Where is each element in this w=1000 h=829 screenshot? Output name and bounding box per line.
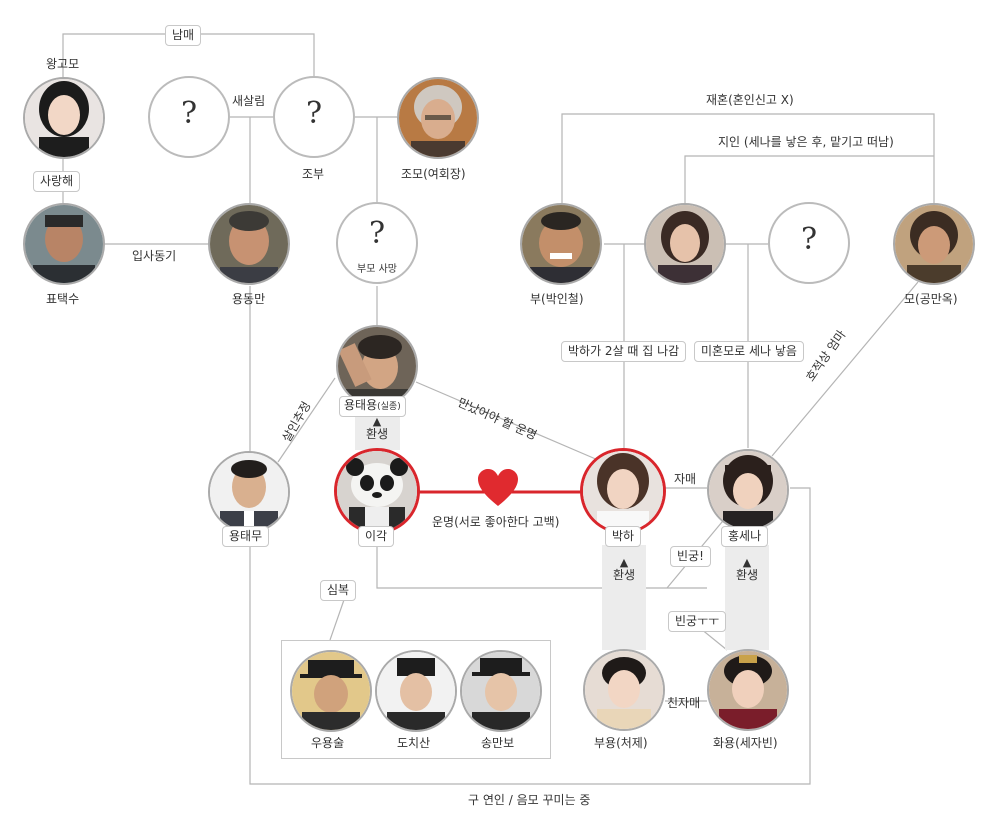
name-jobu: 조부 <box>302 167 325 181</box>
line-gu-yeonin <box>249 487 811 785</box>
band-sena-hwayong <box>725 545 769 650</box>
rebirth-taeyong: ▲ 환생 <box>357 415 397 441</box>
portrait-uyongsul <box>290 650 372 732</box>
portrait-mogong <box>893 203 975 285</box>
portrait-yongdongman <box>208 203 290 285</box>
rebirth-sena: ▲ 환생 <box>727 556 767 582</box>
portrait-hongsena <box>707 449 789 531</box>
portrait-pyotaeksu <box>23 203 105 285</box>
rel-saranghae: 사랑해 <box>33 171 81 192</box>
line-igak-box <box>329 596 346 641</box>
question-mark: ? <box>800 222 818 257</box>
name-yongtaeyong-note: (실종) <box>377 402 401 412</box>
portrait-igak <box>334 448 420 534</box>
line-jiin <box>684 155 934 205</box>
rel-mihonmo: 미혼모로 세나 낳음 <box>694 341 804 362</box>
name-songmanbo: 송만보 <box>481 736 515 750</box>
rel-gu-yeonin: 구 연인 / 음모 꾸미는 중 <box>468 793 591 807</box>
portrait-songmanbo <box>460 650 542 732</box>
name-igak: 이각 <box>358 526 395 547</box>
arrow-up-icon: ▲ <box>372 415 382 428</box>
name-pyotaeksu: 표택수 <box>46 292 80 306</box>
rebirth-bakha: ▲ 환생 <box>604 556 644 582</box>
rel-bingung2: 빈궁ㅜㅜ <box>668 611 727 632</box>
name-bakha: 박하 <box>605 526 642 547</box>
unknown-node-1: ? <box>148 76 230 158</box>
portrait-hwayong <box>707 649 789 731</box>
rel-jamae: 자매 <box>674 472 697 486</box>
rel-ipsadonggi: 입사동기 <box>132 249 177 263</box>
arrow-up-icon: ▲ <box>619 556 629 569</box>
rel-jiin: 지인 (세나를 낳은 후, 맡기고 떠남) <box>718 135 894 149</box>
rel-jaehon: 재혼(혼인신고 X) <box>706 93 794 107</box>
portrait-mojang <box>644 203 726 285</box>
name-yongtaeyong: 용태용(실종) <box>339 396 406 417</box>
question-mark: ? <box>180 96 198 131</box>
question-mark: ? <box>368 216 386 251</box>
rel-bakha-leave: 박하가 2살 때 집 나감 <box>561 341 687 362</box>
portrait-wanggomo <box>23 77 105 159</box>
name-hwayong: 화용(세자빈) <box>713 736 778 750</box>
label-parents-died: 부모 사망 <box>357 264 397 275</box>
name-bu: 부(박인철) <box>530 292 584 306</box>
line-hojeok <box>771 281 919 457</box>
heart-icon <box>478 469 518 506</box>
rel-nammae: 남매 <box>165 25 202 46</box>
rebirth-label: 환생 <box>612 568 636 582</box>
name-mogong: 모(공만옥) <box>904 292 958 306</box>
portrait-bu <box>520 203 602 285</box>
rel-simbok: 심복 <box>320 580 357 601</box>
rebirth-label: 환생 <box>735 568 759 582</box>
line-igak-hwayong <box>376 547 707 589</box>
line-jaehon <box>561 113 935 205</box>
band-bakha-buyong <box>602 545 646 650</box>
rel-saesalim: 새살림 <box>232 94 266 108</box>
band-taeyong-igak <box>355 414 400 450</box>
rel-bingung1: 빈궁! <box>670 546 711 567</box>
unknown-node-jobu: ? <box>273 76 355 158</box>
question-mark: ? <box>305 96 323 131</box>
rel-unmyeong: 운명(서로 좋아한다 고백) <box>432 515 560 529</box>
name-jomo: 조모(여회장) <box>401 167 466 181</box>
arrow-up-icon: ▲ <box>742 556 752 569</box>
portrait-jomo <box>397 77 479 159</box>
line-mannaya <box>415 381 599 461</box>
line-salin <box>277 377 336 463</box>
portrait-bakha <box>580 448 666 534</box>
portrait-dochisan <box>375 650 457 732</box>
name-yongdongman: 용동만 <box>232 292 266 306</box>
rebirth-label: 환생 <box>365 427 389 441</box>
portrait-buyong <box>583 649 665 731</box>
name-yongtaemu: 용태무 <box>222 526 270 547</box>
name-buyong: 부용(처제) <box>594 736 648 750</box>
portrait-yongtaeyong <box>336 325 418 407</box>
unknown-node-3: ? <box>768 202 850 284</box>
name-wanggomo: 왕고모 <box>46 57 80 71</box>
name-yongtaeyong-text: 용태용 <box>344 398 378 412</box>
name-dochisan: 도치산 <box>397 736 431 750</box>
box-simbok-group <box>281 640 551 759</box>
rel-chinjamae: 친자매 <box>667 696 701 710</box>
name-uyongsul: 우용술 <box>311 736 345 750</box>
portrait-yongtaemu <box>208 451 290 533</box>
unknown-node-parents: ? 부모 사망 <box>336 202 418 284</box>
name-hongsena: 홍세나 <box>721 526 769 547</box>
